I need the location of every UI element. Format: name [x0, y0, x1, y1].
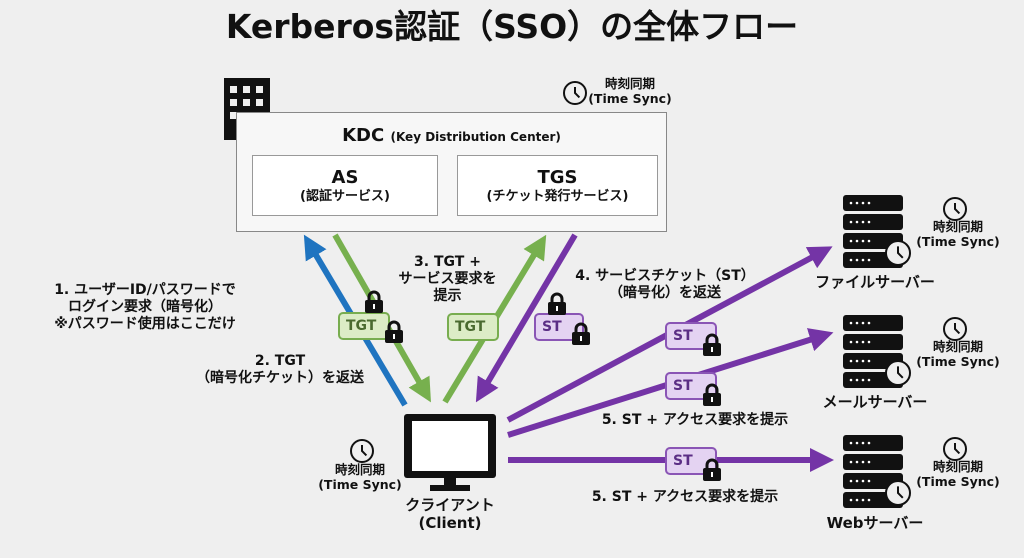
server-icon: [843, 435, 903, 508]
kdc-label: KDC (Key Distribution Center): [342, 125, 561, 146]
clock-icon: [885, 240, 911, 266]
tgt-ticket: TGT: [447, 313, 499, 341]
lock-icon: [572, 322, 590, 345]
lock-icon: [703, 458, 721, 481]
step5-label-1: 5. ST + アクセス要求を提示: [601, 412, 789, 428]
page-title: Kerberos認証（SSO）の全体フロー: [225, 7, 799, 46]
clock-icon: [350, 439, 374, 463]
kdc-box: KDC (Key Distribution Center) AS (認証サービス…: [236, 112, 667, 232]
tgt-ticket: TGT: [338, 312, 390, 340]
step4-label: 4. サービスチケット（ST）（暗号化）を返送: [575, 268, 755, 301]
time-sync-label: 時刻同期(Time Sync): [916, 459, 1000, 489]
step5-label-2: 5. ST + アクセス要求を提示: [591, 489, 779, 505]
clock-icon: [943, 197, 967, 221]
time-sync-label: 時刻同期(Time Sync): [916, 339, 1000, 369]
time-sync-label: 時刻同期(Time Sync): [318, 462, 402, 492]
web-server-label: Webサーバー: [826, 514, 924, 532]
step3-label: 3. TGT +サービス要求を提示: [398, 254, 497, 304]
clock-icon: [563, 81, 587, 105]
lock-icon: [385, 320, 403, 343]
clock-icon: [885, 360, 911, 386]
as-box: AS (認証サービス): [252, 155, 438, 216]
clock-icon: [943, 437, 967, 461]
lock-icon: [703, 333, 721, 356]
lock-icon: [703, 383, 721, 406]
mail-server-label: メールサーバー: [822, 393, 928, 411]
time-sync-label: 時刻同期(Time Sync): [588, 76, 672, 106]
arrow-st-return: [475, 233, 578, 403]
step2-label: 2. TGT（暗号化チケット）を返送: [196, 353, 364, 386]
lock-icon: [365, 290, 383, 313]
clock-icon: [885, 480, 911, 506]
lock-icon: [548, 292, 566, 315]
tgs-box: TGS (チケット発行サービス): [457, 155, 658, 216]
client-label: クライアント(Client): [405, 496, 495, 532]
clock-icon: [943, 317, 967, 341]
file-server-label: ファイルサーバー: [815, 273, 935, 291]
time-sync-label: 時刻同期(Time Sync): [916, 219, 1000, 249]
step1-label: 1. ユーザーID/パスワードでログイン要求（暗号化）※パスワード使用はここだけ: [54, 282, 236, 332]
